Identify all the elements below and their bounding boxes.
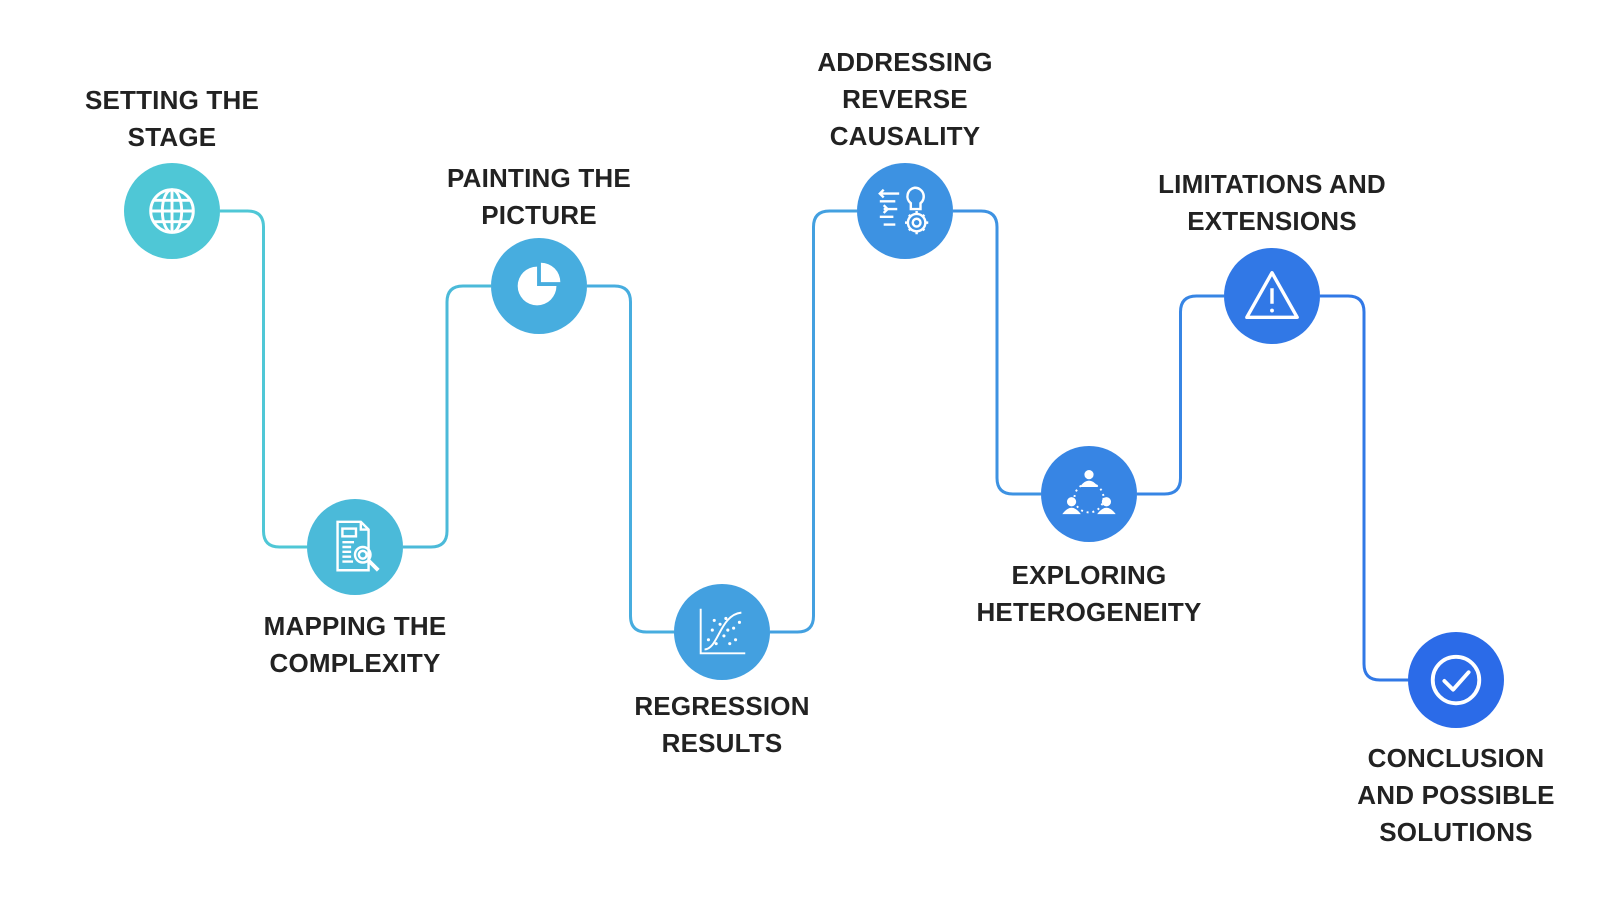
step-label-line: MAPPING THE [263,611,447,641]
step-node-mapping-the-complexity [307,499,403,595]
step-node-conclusion-and-possible-solutions [1408,632,1504,728]
step-label-line: REGRESSION [634,691,810,721]
connector-line [1137,294,1224,496]
step-label-line: COMPLEXITY [269,648,441,678]
step-label-setting-the-stage: SETTING THE STAGE [42,82,302,156]
idea-gears-icon [874,180,936,242]
step-node-regression-results [674,584,770,680]
step-node-addressing-reverse-causality [857,163,953,259]
step-label-line: EXTENSIONS [1187,206,1357,236]
step-label-line: AND POSSIBLE [1357,780,1555,810]
step-label-line: EXPLORING [1011,560,1167,590]
step-label-line: SOLUTIONS [1379,817,1533,847]
globe-icon [141,180,203,242]
step-node-limitations-and-extensions [1224,248,1320,344]
step-node-exploring-heterogeneity [1041,446,1137,542]
step-label-line: CAUSALITY [829,121,981,151]
step-label-exploring-heterogeneity: EXPLORING HETEROGENEITY [959,557,1219,631]
step-label-line: SETTING THE [84,85,260,115]
step-label-painting-the-picture: PAINTING THE PICTURE [409,160,669,234]
step-label-line: RESULTS [661,728,783,758]
scatter-plot-icon [691,601,753,663]
step-label-line: CONCLUSION [1367,743,1545,773]
step-label-line: REVERSE [842,84,968,114]
step-label-mapping-the-complexity: MAPPING THE COMPLEXITY [225,608,485,682]
warning-icon [1241,265,1303,327]
pie-chart-icon [508,255,570,317]
step-node-setting-the-stage [124,163,220,259]
step-label-line: PICTURE [481,200,597,230]
document-search-icon [324,516,386,578]
step-label-limitations-and-extensions: LIMITATIONS AND EXTENSIONS [1142,166,1402,240]
connector-line [403,284,491,549]
step-label-line: ADDRESSING [817,47,993,77]
step-node-painting-the-picture [491,238,587,334]
connector-line [770,209,857,634]
step-label-regression-results: REGRESSION RESULTS [592,688,852,762]
connector-line [1320,294,1408,682]
step-label-line: LIMITATIONS AND [1158,169,1386,199]
team-network-icon [1058,463,1120,525]
step-label-line: PAINTING THE [447,163,631,193]
step-label-line: STAGE [127,122,217,152]
checkmark-icon [1425,649,1487,711]
step-label-addressing-reverse-causality: ADDRESSING REVERSE CAUSALITY [775,44,1035,155]
step-label-conclusion-and-possible-solutions: CONCLUSION AND POSSIBLE SOLUTIONS [1326,740,1586,851]
connector-line [953,209,1041,496]
step-label-line: HETEROGENEITY [976,597,1202,627]
connector-line [220,209,307,549]
connector-line [587,284,674,634]
